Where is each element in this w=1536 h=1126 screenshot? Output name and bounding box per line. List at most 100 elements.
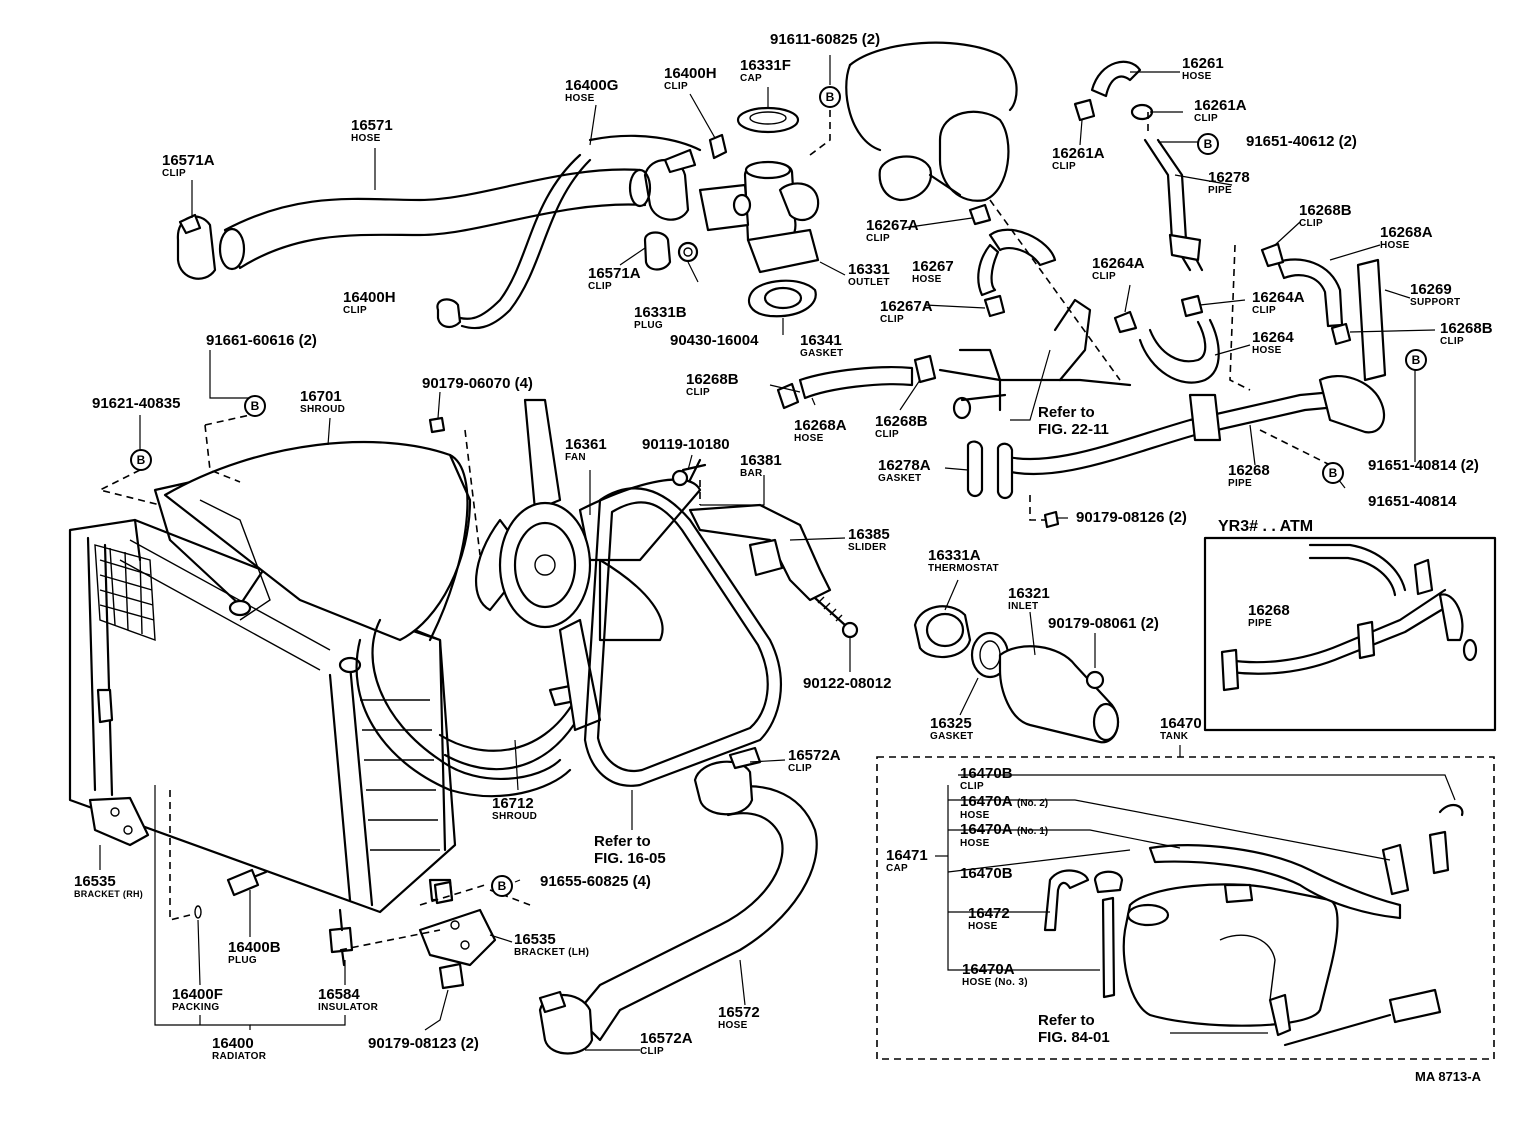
- hose-16268a-right-drawing: [1260, 242, 1387, 382]
- hose-16264-drawing: [1113, 294, 1220, 384]
- pipe-16268-drawing: [966, 375, 1386, 529]
- bolt-marker-b: B: [1405, 349, 1427, 371]
- hose-16267-drawing: [968, 203, 1057, 318]
- label-91661-60616: 91661-60616 (2): [206, 332, 317, 349]
- lower-hose-drawing: [538, 746, 818, 1055]
- label-90122-08012: 90122-08012: [803, 675, 892, 692]
- bolt-marker-b: B: [491, 875, 513, 897]
- bolt-marker-b: B: [1322, 462, 1344, 484]
- thermostat-inlet-drawing: [913, 605, 1120, 744]
- label-90179-08126: 90179-08126 (2): [1076, 509, 1187, 526]
- brackets-drawing: [88, 416, 497, 990]
- label-16470A-no2: 16470A (No. 2)HOSE: [960, 793, 1049, 821]
- hose-16261-drawing: [1073, 60, 1204, 272]
- label-91651-40814-a: 91651-40814 (2): [1368, 457, 1479, 474]
- label-90179-06070: 90179-06070 (4): [422, 375, 533, 392]
- label-90179-08061: 90179-08061 (2): [1048, 615, 1159, 632]
- label-91621-40835: 91621-40835: [92, 395, 181, 412]
- label-91651-40612: 91651-40612 (2): [1246, 133, 1357, 150]
- leader-lines: [99, 55, 1456, 1051]
- label-91651-40814-b: 91651-40814: [1368, 493, 1457, 510]
- inset-title: YR3# . . ATM: [1218, 518, 1314, 535]
- label-16470A-no1: 16470A (No. 1)HOSE: [960, 821, 1049, 849]
- diagram-code: MA 8713-A: [1415, 1069, 1481, 1084]
- label-16470B: 16470B: [960, 865, 1013, 882]
- label-91611-60825: 91611-60825 (2): [770, 31, 881, 48]
- inset-pipe-drawing: [1203, 536, 1497, 732]
- hose-16400g-drawing: [436, 133, 728, 330]
- hose-16268a-center-drawing: [776, 298, 1132, 420]
- bolt-marker-b: B: [244, 395, 266, 417]
- water-outlet-drawing: [643, 106, 820, 318]
- lower-shroud-drawing: [438, 683, 582, 771]
- reserve-tank-drawing: [1043, 803, 1464, 1047]
- fan-guard-drawing: [583, 487, 782, 787]
- upper-shroud-drawing: [163, 440, 572, 798]
- upper-hose-drawing: [176, 148, 697, 280]
- label-91655-60825: 91655-60825 (4): [540, 873, 651, 890]
- bar-slider-drawing: [671, 458, 859, 639]
- bolt-marker-b: B: [130, 449, 152, 471]
- dashed-guides: [97, 110, 1331, 951]
- tank-dashed-box: [876, 756, 1495, 1060]
- bolt-marker-b: B: [819, 86, 841, 108]
- label-90430-16004: 90430-16004: [670, 332, 759, 349]
